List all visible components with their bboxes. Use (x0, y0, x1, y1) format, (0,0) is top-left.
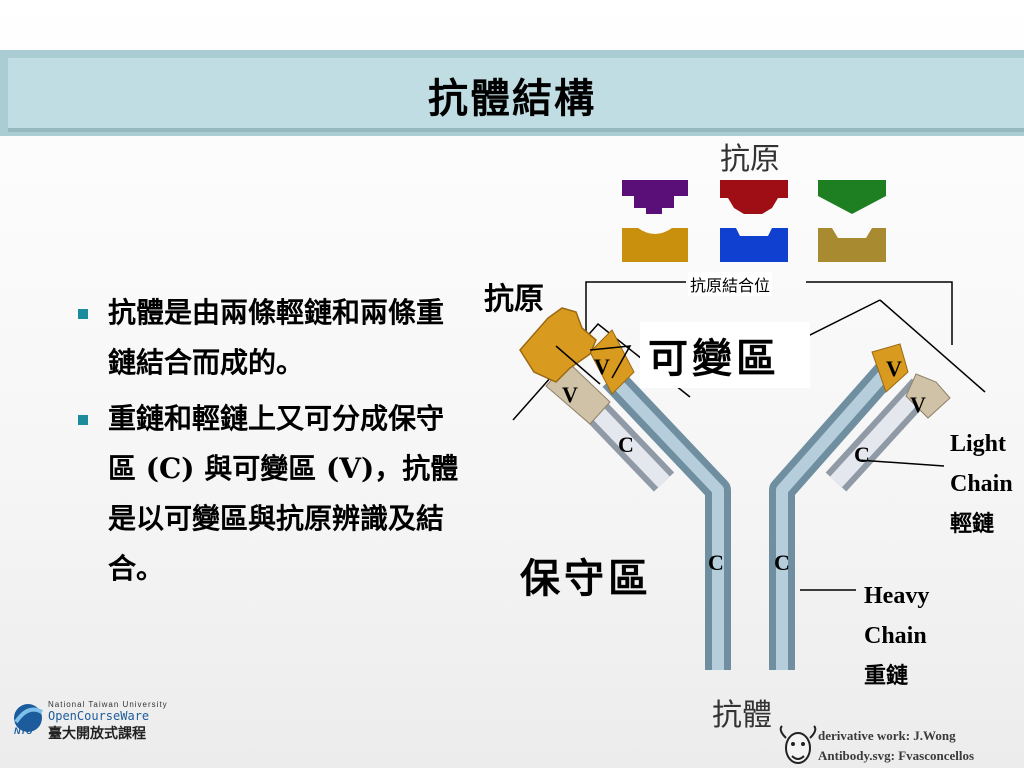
heavy-chain-label: Heavy Chain 重鏈 (864, 583, 930, 689)
constant-region-label: 保守區 (520, 555, 652, 602)
v-label: V (886, 356, 902, 381)
antigen-left-label: 抗原 (484, 282, 544, 317)
c-label: C (618, 432, 634, 457)
bullet-list: 抗體是由兩條輕鏈和兩條重鏈結合而成的。 重鏈和輕鏈上又可分成保守區 (C) 與可… (70, 288, 470, 594)
antigen-shape-blue (720, 228, 788, 262)
light-chain-label: Light Chain 輕鏈 (950, 431, 1013, 537)
ntu-ocw-logo: National Taiwan University OpenCourseWar… (10, 700, 170, 746)
c-label: C (774, 550, 790, 575)
antigen-shape-orange (622, 228, 688, 262)
binding-site-label: 抗原結合位 (688, 272, 773, 296)
gnu-head-icon (779, 725, 817, 764)
v-label: V (594, 354, 610, 379)
antigen-shape-olive (818, 228, 886, 262)
slide-title: 抗體結構 (428, 75, 596, 122)
c-label: C (854, 442, 870, 467)
c-label: C (708, 550, 724, 575)
antigen-shape-red (720, 180, 788, 214)
antibody-label: 抗體 (712, 698, 772, 733)
antigen-shape-green (818, 180, 886, 214)
ntu-logo-icon (14, 704, 43, 732)
antigen-shape-purple (622, 180, 688, 214)
image-credit: derivative work: J.Wong Antibody.svg: Fv… (818, 728, 975, 763)
v-label: V (910, 392, 926, 417)
heavy-chain-left (602, 369, 731, 670)
title-bar (0, 50, 1024, 136)
antigen-shapes (622, 180, 886, 262)
variable-region-label: 可變區 (640, 322, 810, 388)
bound-antigen (519, 307, 597, 383)
antigen-top-label: 抗原 (720, 142, 780, 177)
title-bar-inner (8, 58, 1024, 132)
bullet-item: 重鏈和輕鏈上又可分成保守區 (C) 與可變區 (V)，抗體是以可變區與抗原辨識及… (70, 394, 470, 594)
bullet-item: 抗體是由兩條輕鏈和兩條重鏈結合而成的。 (70, 288, 470, 388)
v-label: V (562, 382, 578, 407)
